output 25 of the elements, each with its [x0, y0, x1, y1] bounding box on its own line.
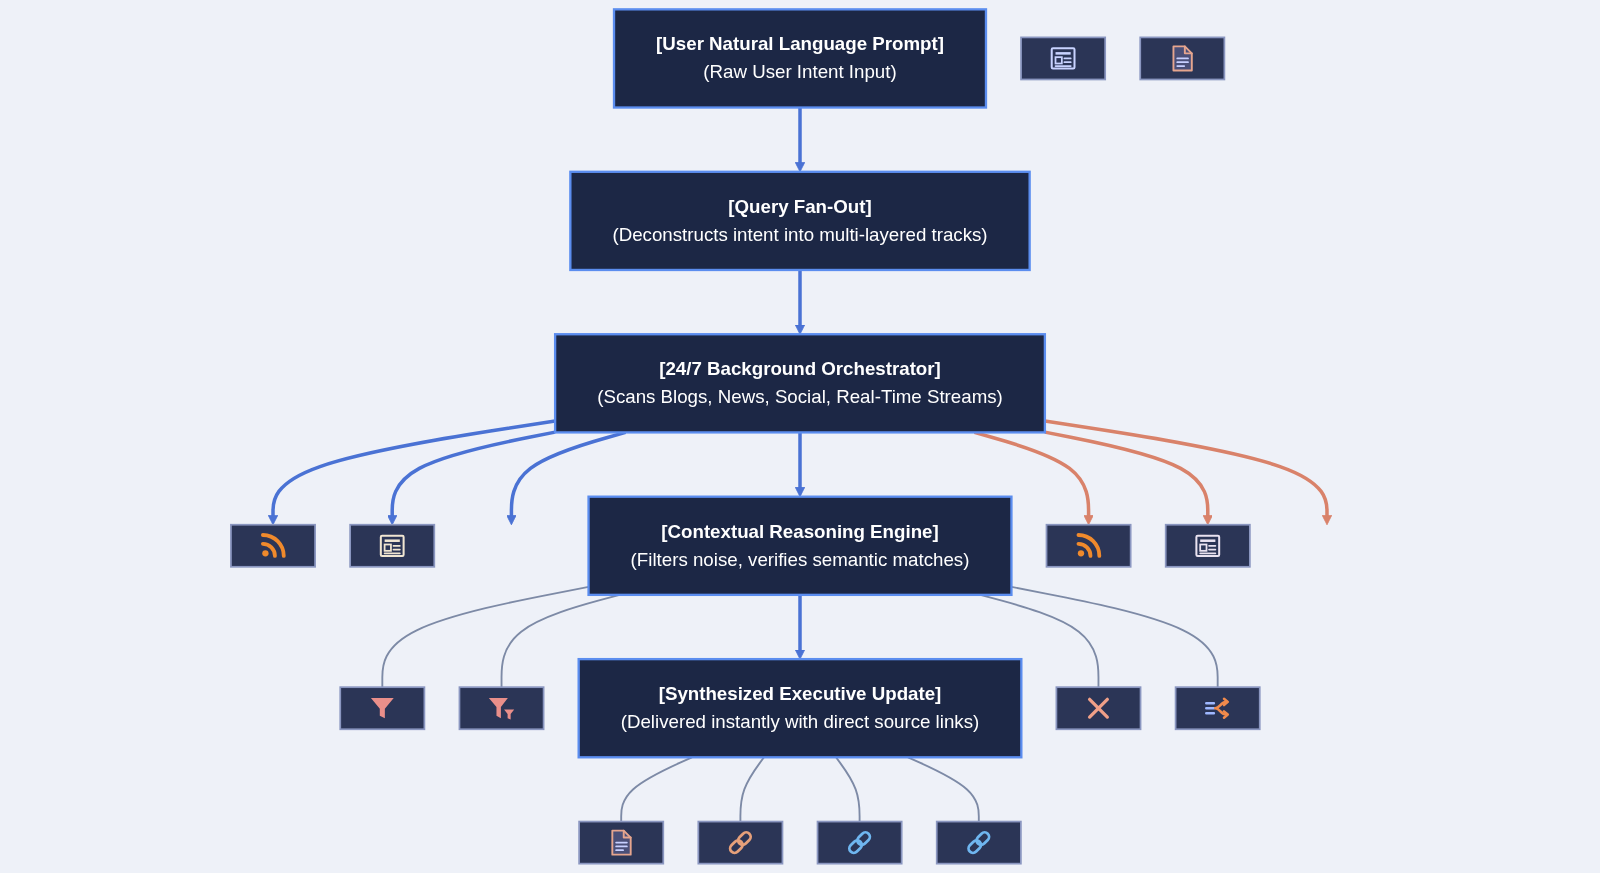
node-picture [339, 686, 426, 731]
arrow [267, 419, 556, 526]
node-picture [1055, 686, 1142, 731]
node-box: [Contextual Reasoning Engine] (Filters noise, verifies semantic matches) [587, 495, 1013, 597]
node-picture [816, 820, 903, 865]
node-picture [458, 686, 545, 731]
node-picture [1164, 523, 1251, 568]
node-box: [Query Fan-Out] (Deconstructs intent into multi-layered tracks) [569, 170, 1031, 272]
node-picture [1020, 36, 1107, 81]
node-box: [24/7 Background Orchestrator] (Scans Blogs, News, Social, Real-Time Streams) [553, 333, 1047, 434]
arrow [387, 430, 556, 526]
node-box: [Synthesized Executive Update] (Delivered instantly with direct source links) [577, 657, 1023, 759]
node-picture [578, 820, 665, 865]
node-picture [1174, 686, 1261, 731]
node-box: [User Natural Language Prompt] (Raw User Intent Input) [612, 8, 988, 109]
node-picture [697, 820, 784, 865]
node-picture [1045, 523, 1132, 568]
arrow [794, 594, 806, 660]
arrow [794, 269, 806, 335]
arrow [1044, 419, 1333, 526]
node-picture [230, 523, 316, 568]
node-picture [935, 820, 1022, 865]
arrow [1044, 430, 1213, 526]
node-picture [1139, 36, 1226, 81]
node-picture [349, 523, 436, 568]
